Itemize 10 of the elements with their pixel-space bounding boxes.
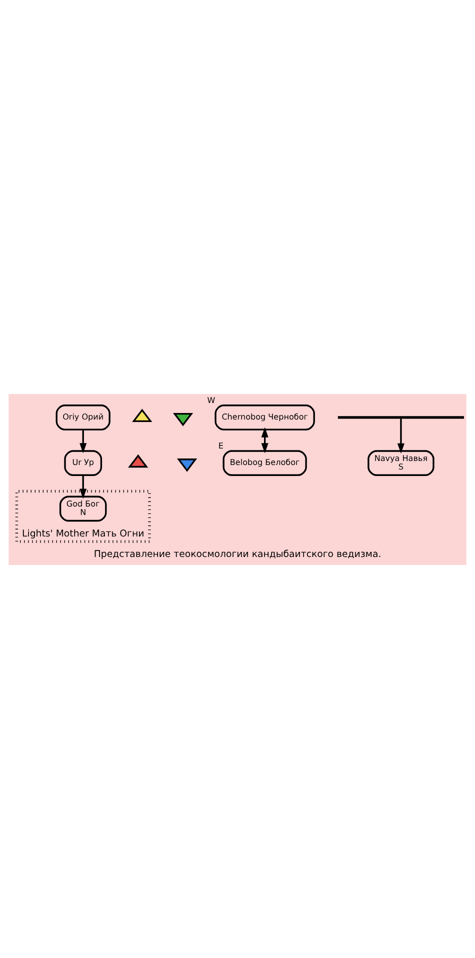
- arrow: [80, 474, 87, 498]
- node-triangle: [132, 408, 152, 422]
- caption: Представление теокосмологии кандыбаитского ведизма.: [94, 548, 382, 560]
- node-triangle: [176, 458, 198, 472]
- arrow: [261, 426, 268, 453]
- node-bar: [338, 416, 464, 418]
- arrow: [397, 418, 404, 453]
- node-triangle: [172, 412, 194, 426]
- arrow: [80, 429, 87, 453]
- node-triangle: [128, 454, 148, 468]
